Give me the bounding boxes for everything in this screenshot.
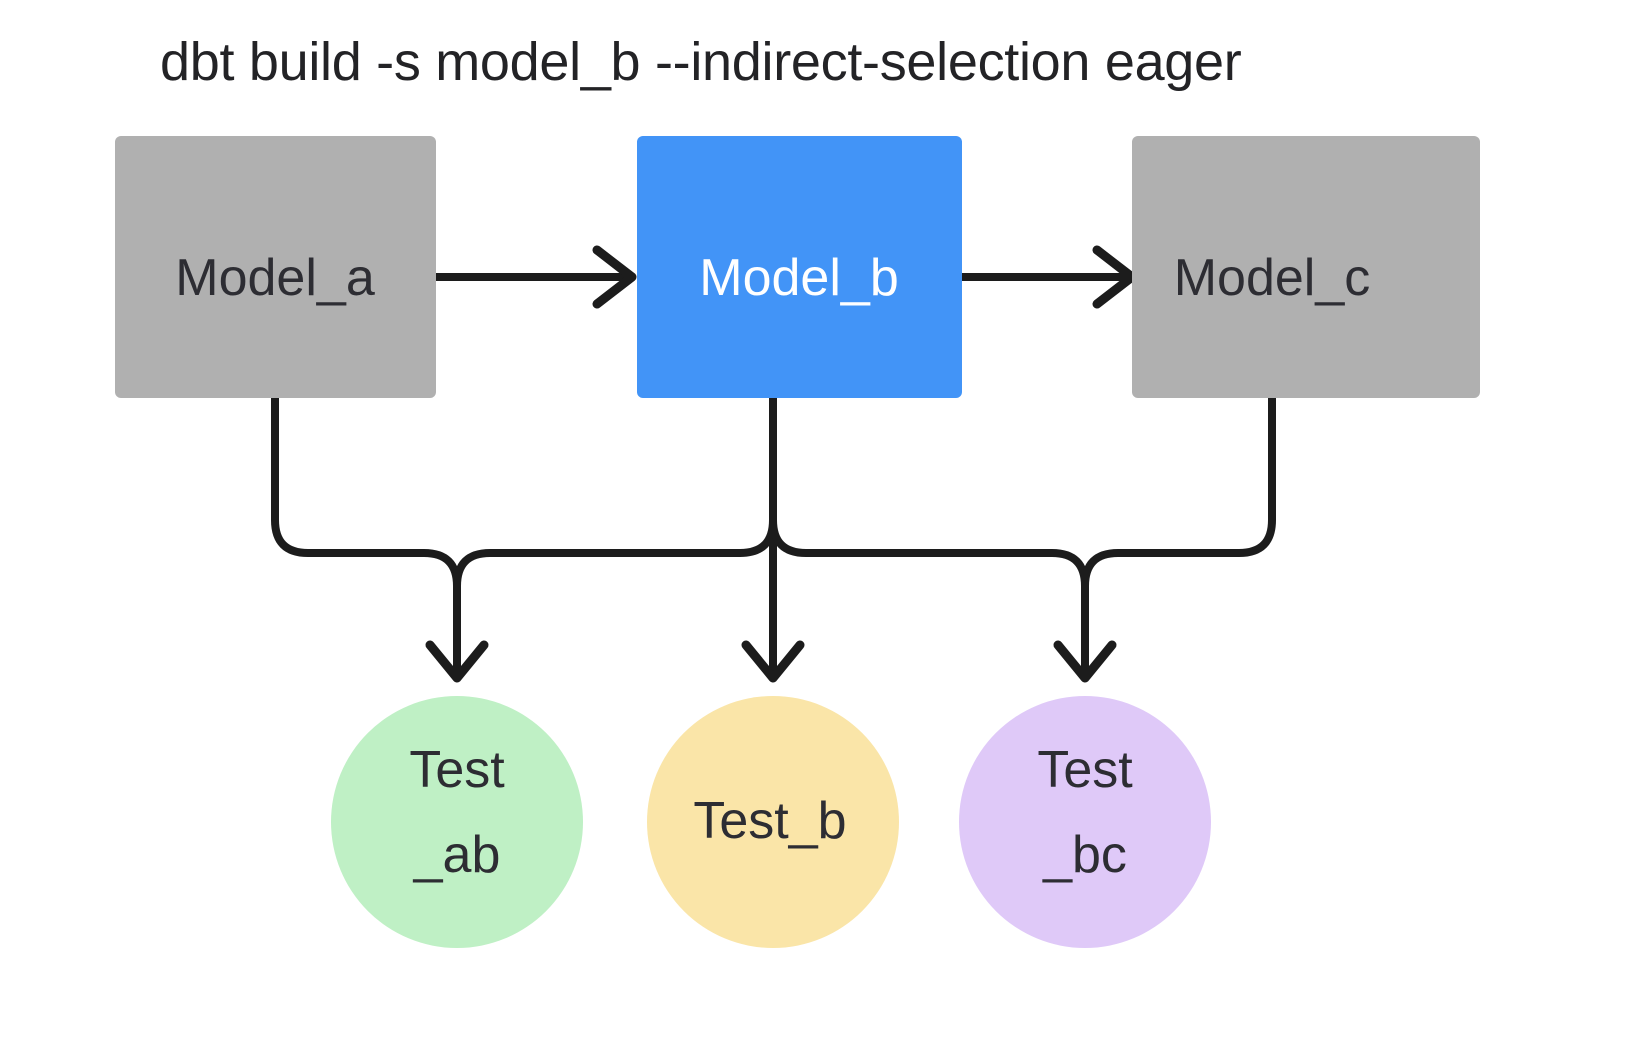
node-test-ab[interactable]: Test _ab <box>331 696 583 948</box>
test-bc-label-line1: Test <box>1037 741 1133 799</box>
node-test-b[interactable]: Test_b <box>647 696 899 948</box>
model-b-label: Model_b <box>699 249 898 307</box>
test-ab-label-line1: Test <box>409 741 505 799</box>
model-a-label: Model_a <box>175 249 375 307</box>
test-b-circle[interactable] <box>647 696 899 948</box>
arrow-head-model-a-to-model-b <box>592 245 637 309</box>
model-c-box[interactable] <box>1132 136 1480 398</box>
node-model-a[interactable]: Model_a <box>115 136 436 398</box>
test-bc-circle[interactable] <box>959 696 1211 948</box>
edge-model-b-to-test-ab <box>453 398 777 587</box>
arrow-head-test-b <box>741 640 805 683</box>
test-ab-label-line2: _ab <box>413 826 501 884</box>
node-model-b[interactable]: Model_b <box>637 136 962 398</box>
edge-model-a-to-test-ab <box>271 398 461 676</box>
test-ab-circle[interactable] <box>331 696 583 948</box>
edge-model-b-to-test-bc <box>769 519 1089 676</box>
node-model-c[interactable]: Model_c <box>1132 136 1480 398</box>
arrow-head-test-ab <box>425 640 489 683</box>
model-b-box[interactable] <box>637 136 962 398</box>
edge-layer <box>271 245 1276 683</box>
test-bc-label-line2: _bc <box>1042 826 1127 884</box>
page-title: dbt build -s model_b --indirect-selectio… <box>160 32 1242 92</box>
model-c-label: Model_c <box>1174 249 1371 307</box>
arrow-head-test-bc <box>1053 640 1117 683</box>
edge-model-c-to-test-bc <box>1081 398 1276 587</box>
model-a-box[interactable] <box>115 136 436 398</box>
test-b-label-line1: Test_b <box>693 792 846 850</box>
node-test-bc[interactable]: Test _bc <box>959 696 1211 948</box>
